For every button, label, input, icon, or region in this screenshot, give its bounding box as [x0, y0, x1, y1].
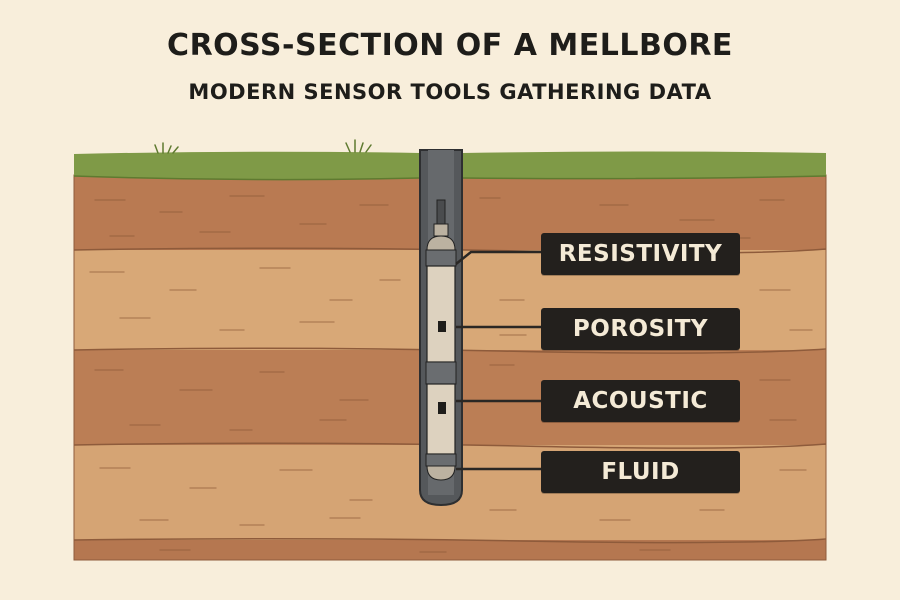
grass-tufts [154, 139, 372, 154]
soil-layer-5 [74, 540, 826, 560]
sensor-label-fluid: FLUID [541, 451, 740, 493]
tool-window-lower [438, 402, 446, 414]
tool-antenna [436, 199, 446, 226]
page-title: CROSS-SECTION OF A MELLBORE [167, 28, 733, 63]
page-subtitle: MODERN SENSOR TOOLS GATHERING DATA [188, 80, 712, 104]
tool-window-upper [438, 321, 446, 332]
grass-surface [73, 139, 827, 181]
sensor-tool [425, 199, 457, 481]
soil-texture [89, 195, 813, 553]
tool-section-upper [426, 265, 456, 363]
sensor-label-resistivity: RESISTIVITY [541, 233, 740, 275]
sensor-label-porosity: POROSITY [541, 308, 740, 350]
sensor-label-acoustic: ACOUSTIC [541, 380, 740, 422]
sensor-leader-lines [455, 250, 541, 471]
leader-line-resistivity [455, 250, 541, 265]
tool-section-lower [426, 383, 456, 455]
